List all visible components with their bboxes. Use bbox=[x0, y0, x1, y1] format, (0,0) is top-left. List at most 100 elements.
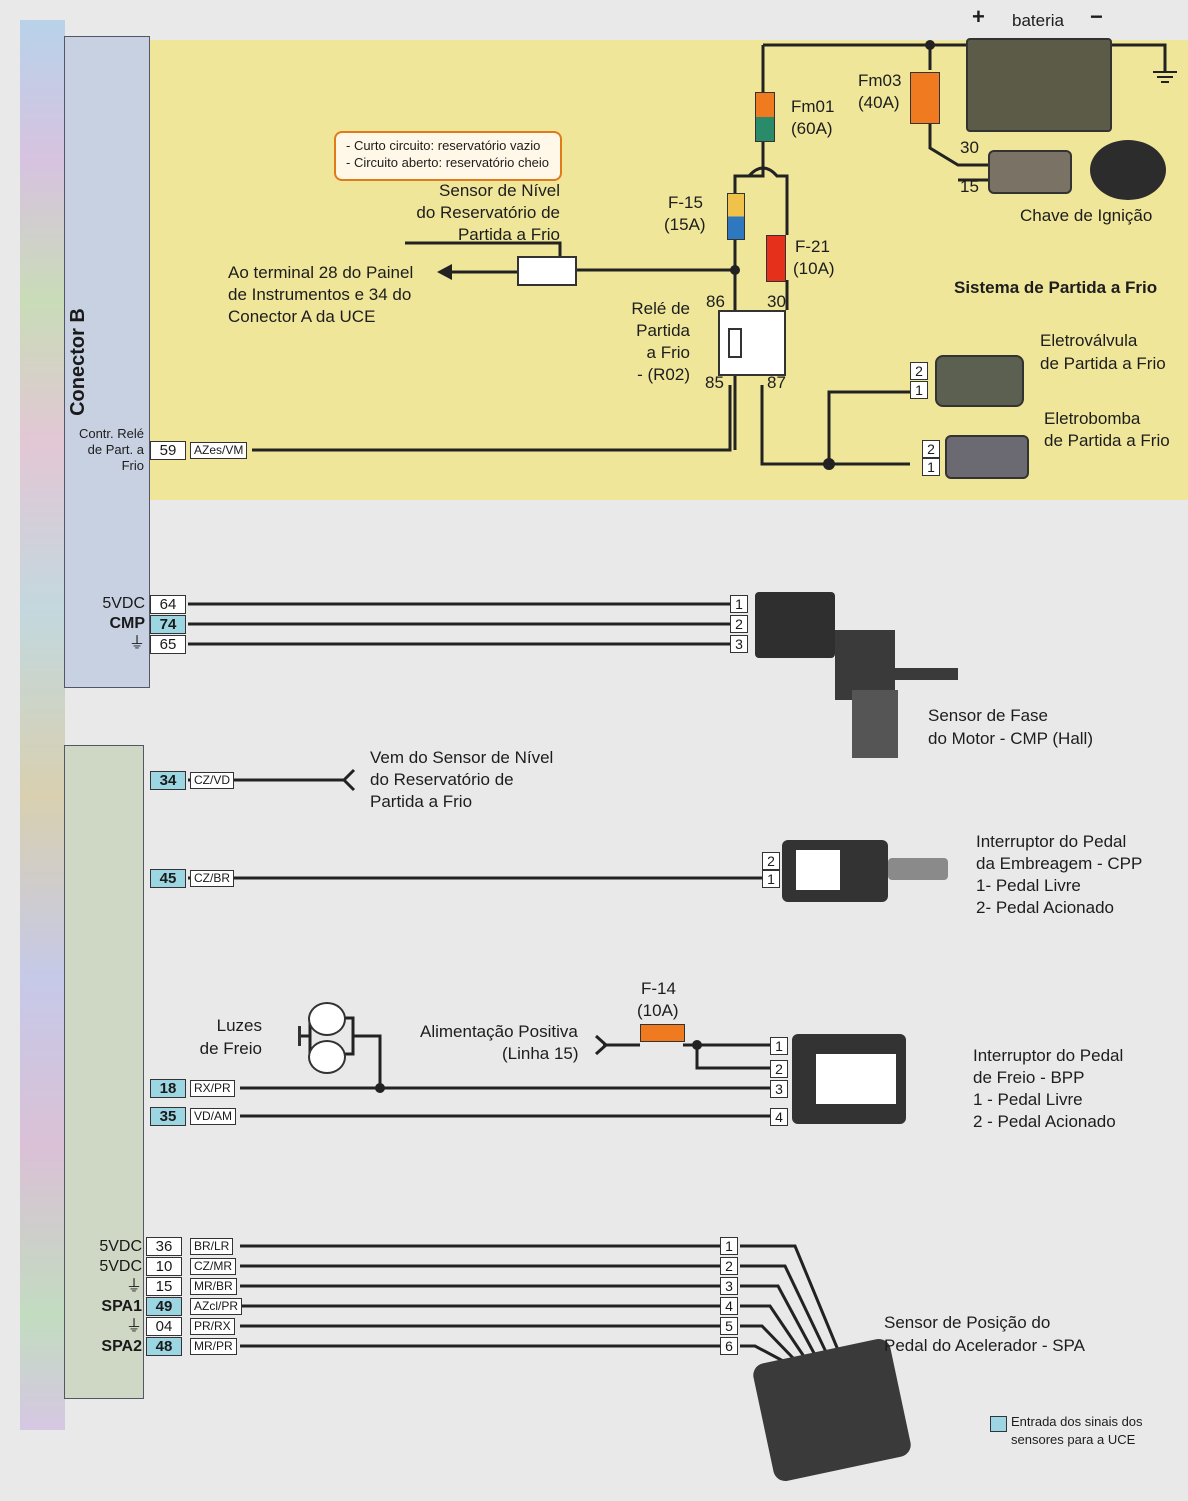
spa-sig-4: ⏚ bbox=[125, 1318, 142, 1335]
cmp-sig-1: CMP bbox=[109, 615, 145, 632]
spa-line1: Sensor de Posição do bbox=[884, 1313, 1051, 1332]
panel-ref-line1: Ao terminal 28 do Painel bbox=[228, 263, 414, 282]
spa-num-2: 2 bbox=[720, 1257, 738, 1275]
wire-18: RX/PR bbox=[190, 1080, 235, 1097]
spa-wire-2: MR/BR bbox=[190, 1278, 237, 1295]
fm03-rating: (40A) bbox=[858, 93, 900, 112]
wire-45: CZ/BR bbox=[190, 870, 234, 887]
fm03-name: Fm03 bbox=[858, 71, 902, 90]
spa-pin-15: 15 bbox=[146, 1277, 182, 1296]
pin59-desc1: Contr. Relé bbox=[78, 426, 144, 441]
fm01-name: Fm01 bbox=[791, 97, 835, 116]
connector-b-block-lower bbox=[64, 745, 144, 1399]
bpp-line1: Interruptor do Pedal bbox=[973, 1046, 1124, 1065]
relay-line1: Relé de bbox=[631, 299, 690, 318]
spa-line2: Pedal do Acelerador - SPA bbox=[884, 1336, 1085, 1355]
f21-rating: (10A) bbox=[793, 259, 835, 278]
fm01-rating: (60A) bbox=[791, 119, 833, 138]
bpp-switch-icon bbox=[792, 1034, 906, 1124]
spa-sig-3: SPA1 bbox=[101, 1298, 142, 1315]
f15-name: F-15 bbox=[668, 193, 703, 212]
spa-num-1: 1 bbox=[720, 1237, 738, 1255]
spa-pin-10: 10 bbox=[146, 1257, 182, 1276]
relay-line4: - (R02) bbox=[637, 365, 690, 384]
spa-wire-4: PR/RX bbox=[190, 1318, 235, 1335]
brake-lamp-top-icon bbox=[308, 1002, 346, 1036]
legend-line2: sensores para a UCE bbox=[1011, 1432, 1136, 1447]
relay-coil-icon bbox=[728, 328, 742, 358]
valve-pin-2: 2 bbox=[910, 362, 928, 380]
ground-icon-lights bbox=[282, 1026, 301, 1046]
bpp-num-3: 3 bbox=[770, 1080, 788, 1098]
relay-87: 87 bbox=[767, 373, 786, 392]
lights-line2: de Freio bbox=[199, 1039, 262, 1058]
spa-pin-49: 49 bbox=[146, 1297, 182, 1316]
level-sensor-line1: Sensor de Nível bbox=[439, 181, 560, 200]
cmp-pin-64: 64 bbox=[150, 595, 186, 614]
cpp-line2: da Embreagem - CPP bbox=[976, 854, 1143, 873]
ignition-switch-icon bbox=[988, 150, 1072, 194]
cmp-sensor-body-icon bbox=[835, 630, 895, 700]
spa-num-5: 5 bbox=[720, 1317, 738, 1335]
valve-icon bbox=[935, 355, 1024, 407]
pin34-line1: Vem do Sensor de Nível bbox=[370, 748, 554, 767]
pin-34: 34 bbox=[150, 771, 186, 790]
valve-line1: Eletroválvula bbox=[1040, 331, 1138, 350]
battery-icon bbox=[966, 38, 1112, 132]
cmp-sensor-tip-icon bbox=[852, 690, 898, 758]
cmp-pin-74: 74 bbox=[150, 615, 186, 634]
valve-line2: de Partida a Frio bbox=[1040, 354, 1166, 373]
legend-line1: Entrada dos sinais dos bbox=[1011, 1414, 1143, 1429]
cpp-pin-1: 1 bbox=[762, 870, 780, 888]
f15-rating: (15A) bbox=[664, 215, 706, 234]
cmp-label2: do Motor - CMP (Hall) bbox=[928, 729, 1093, 748]
pin34-line2: do Reservatório de bbox=[370, 770, 514, 789]
bpp-num-2: 2 bbox=[770, 1060, 788, 1078]
spa-pin-48: 48 bbox=[146, 1337, 182, 1356]
bpp-line2: de Freio - BPP bbox=[973, 1068, 1085, 1087]
spa-num-3: 3 bbox=[720, 1277, 738, 1295]
arrow-to-panel bbox=[437, 264, 452, 280]
cpp-line3: 1- Pedal Livre bbox=[976, 876, 1081, 895]
cpp-pin-2: 2 bbox=[762, 852, 780, 870]
fuse-fm01-icon bbox=[755, 92, 775, 142]
relay-86: 86 bbox=[706, 292, 725, 311]
wire-34: CZ/VD bbox=[190, 772, 234, 789]
lights-line1: Luzes bbox=[216, 1016, 262, 1035]
bpp-num-4: 4 bbox=[770, 1108, 788, 1126]
cmp-num-2: 2 bbox=[730, 615, 748, 633]
spa-pin-36: 36 bbox=[146, 1237, 182, 1256]
bpp-contact-icon bbox=[816, 1054, 896, 1104]
cpp-contact-icon bbox=[796, 850, 840, 890]
cpp-switch-icon bbox=[782, 840, 888, 902]
pump-pin-1: 1 bbox=[922, 458, 940, 476]
valve-pin-1: 1 bbox=[910, 381, 928, 399]
spa-sig-2: ⏚ bbox=[125, 1278, 142, 1295]
relay-85: 85 bbox=[705, 373, 724, 392]
battery-minus: − bbox=[1090, 4, 1103, 29]
cmp-num-3: 3 bbox=[730, 635, 748, 653]
spa-wire-1: CZ/MR bbox=[190, 1258, 236, 1275]
pin-18: 18 bbox=[150, 1079, 186, 1098]
cmp-sig-2: ⏚ bbox=[128, 635, 145, 652]
cmp-sig-0: 5VDC bbox=[102, 595, 145, 612]
pump-icon bbox=[945, 435, 1029, 479]
pump-line2: de Partida a Frio bbox=[1044, 431, 1170, 450]
ignition-label: Chave de Ignição bbox=[1020, 206, 1153, 225]
power-line2: (Linha 15) bbox=[502, 1044, 579, 1063]
pin-35: 35 bbox=[150, 1107, 186, 1126]
f14-name: F-14 bbox=[641, 979, 676, 998]
spa-sig-1: 5VDC bbox=[99, 1258, 142, 1275]
cpp-line1: Interruptor do Pedal bbox=[976, 832, 1127, 851]
bpp-num-1: 1 bbox=[770, 1037, 788, 1055]
wire-59: AZes/VM bbox=[190, 442, 248, 459]
bpp-line3: 1 - Pedal Livre bbox=[973, 1090, 1083, 1109]
pin-59: 59 bbox=[150, 441, 186, 460]
relay-icon bbox=[718, 310, 786, 376]
ignition-15: 15 bbox=[960, 177, 979, 196]
pin-45: 45 bbox=[150, 869, 186, 888]
cmp-pin-65: 65 bbox=[150, 635, 186, 654]
ignition-30: 30 bbox=[960, 138, 979, 157]
power-line1: Alimentação Positiva bbox=[420, 1022, 578, 1041]
